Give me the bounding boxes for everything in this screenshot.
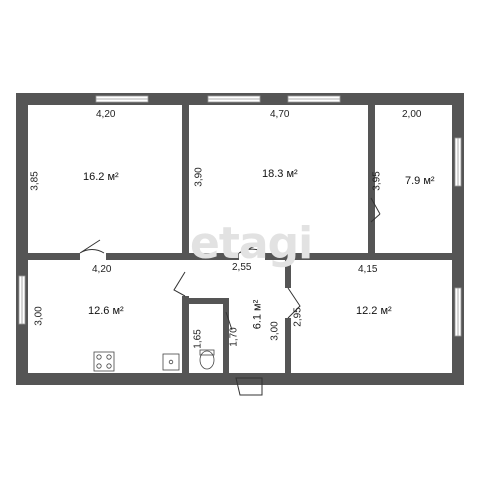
wall-h-bathroom — [189, 298, 229, 304]
room-height-top-middle: 3,90 — [193, 167, 205, 187]
room-area-top-right: 7.9 м² — [405, 175, 435, 187]
door-kitchen — [173, 271, 186, 297]
wall-v-kitchen — [182, 296, 189, 376]
room-width-top-middle: 4,70 — [270, 109, 290, 120]
outer-wall-right — [452, 93, 464, 385]
room-width-kitchen: 4,20 — [92, 264, 112, 275]
room-height-top-left: 3,85 — [29, 171, 41, 191]
wall-v-left — [182, 105, 189, 253]
outer-wall-left — [16, 93, 28, 385]
wall-v-bathroom — [223, 300, 229, 376]
room-height-top-right: 3,95 — [371, 171, 383, 191]
room-area-hall: 6.1 м² — [251, 299, 264, 330]
room-height-bottom-right: 2,95 — [292, 307, 304, 327]
outer-wall-bottom — [16, 373, 464, 385]
room-area-top-left: 16.2 м² — [83, 171, 119, 183]
fixtures — [93, 349, 215, 372]
bath-dim-b: 1,70 — [228, 327, 240, 347]
wall-h-mid — [189, 253, 239, 260]
wall-h-left-2 — [106, 253, 189, 260]
windows — [18, 95, 462, 337]
door-entrance — [235, 377, 263, 396]
stove-icon — [93, 351, 115, 372]
wall-v-right — [368, 105, 375, 253]
door-top-right — [370, 197, 381, 223]
room-area-top-middle: 18.3 м² — [262, 168, 298, 180]
watermark: etagi — [190, 218, 313, 269]
door-top-left — [79, 239, 105, 254]
room-height-kitchen: 3,00 — [33, 306, 45, 326]
room-width-bottom-right: 4,15 — [358, 264, 378, 275]
wall-v-hall-right — [285, 258, 291, 288]
wall-h-left — [28, 253, 80, 260]
room-area-bottom-right: 12.2 м² — [356, 305, 392, 317]
toilet-icon — [199, 350, 215, 370]
sink-icon — [162, 353, 180, 371]
room-width-top-left: 4,20 — [96, 109, 116, 120]
bath-dim-a: 1,65 — [192, 329, 204, 349]
door-bathroom — [225, 311, 233, 331]
room-height-hall: 3,00 — [269, 321, 281, 341]
room-width-top-right: 2,00 — [402, 109, 422, 120]
door-bottom-right — [287, 287, 301, 319]
wall-v-hall-right-low — [285, 318, 291, 376]
doors — [79, 197, 381, 396]
room-width-hall: 2,55 — [232, 262, 252, 273]
door-top-middle — [238, 242, 266, 254]
room-area-kitchen: 12.6 м² — [88, 305, 124, 317]
wall-h-right — [265, 253, 452, 260]
